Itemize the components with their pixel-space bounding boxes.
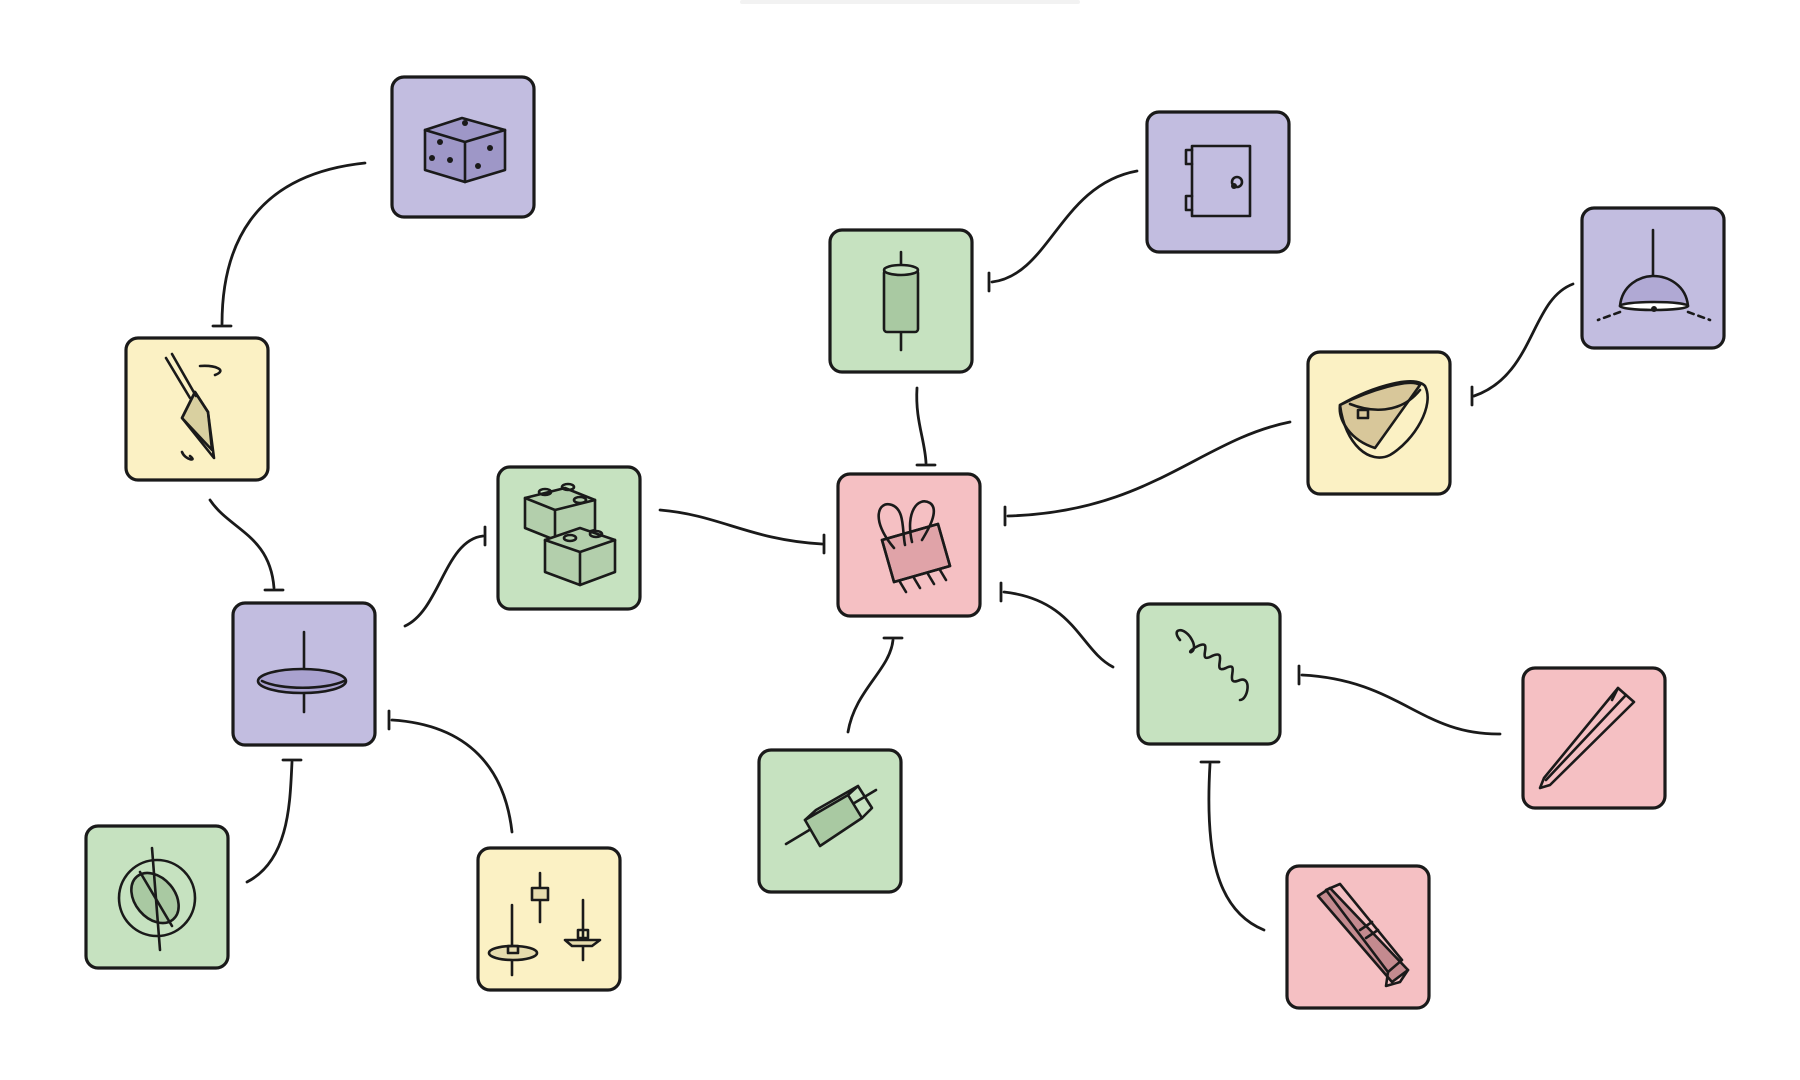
chopsticks-icon — [1538, 686, 1636, 790]
gyroscope-icon — [117, 846, 197, 952]
node-gyroscope[interactable] — [84, 824, 230, 970]
resistor-icon — [784, 784, 878, 848]
edge-pouch-to-binder-clip — [1003, 420, 1292, 527]
node-clothespin[interactable] — [1285, 864, 1431, 1010]
node-binder-clip[interactable] — [836, 472, 982, 618]
capacitor-icon — [882, 250, 920, 352]
clothespin-icon — [1316, 882, 1410, 988]
binder-clip-icon — [877, 500, 952, 594]
node-cabinet-door[interactable] — [1145, 110, 1291, 254]
edge-tension-spring-to-binder-clip — [999, 581, 1115, 669]
edge-cabinet-door-to-capacitor — [987, 169, 1139, 293]
edge-capacitor-to-binder-clip — [915, 386, 937, 467]
node-capacitor[interactable] — [828, 228, 974, 374]
pendant-lamp-icon — [1596, 228, 1712, 322]
edge-small-tops-to-spinning-disc — [387, 709, 514, 834]
spring-icon — [1175, 628, 1249, 702]
edge-spinning-top-to-spinning-disc — [208, 498, 285, 592]
cabinet-door-icon — [1184, 144, 1252, 218]
edge-resistor-to-binder-clip — [846, 636, 904, 734]
node-spinning-disc[interactable] — [231, 601, 377, 747]
die-icon — [423, 116, 507, 184]
edge-die-to-spinning-top — [211, 161, 367, 328]
node-pendant-lamp[interactable] — [1580, 206, 1726, 350]
edge-binder-clip-to-toy-bricks — [658, 508, 826, 555]
edge-chopsticks-to-tension-spring — [1297, 664, 1502, 736]
edge-toy-bricks-to-spinning-disc — [403, 525, 487, 628]
node-small-tops[interactable] — [476, 846, 622, 992]
edge-layer — [208, 161, 1575, 932]
node-toy-bricks[interactable] — [496, 465, 642, 611]
node-layer — [84, 75, 1726, 1010]
node-spinning-top[interactable] — [124, 336, 270, 482]
node-tension-spring[interactable] — [1136, 602, 1282, 746]
small-tops-icon — [487, 871, 602, 977]
node-pouch[interactable] — [1306, 350, 1452, 496]
toy-bricks-icon — [523, 482, 617, 587]
spinning-top-icon — [164, 352, 222, 461]
node-resistor[interactable] — [757, 748, 903, 894]
node-chopsticks[interactable] — [1521, 666, 1667, 810]
edge-pendant-lamp-to-pouch — [1470, 282, 1575, 407]
node-die[interactable] — [390, 75, 536, 219]
pouch-icon — [1338, 380, 1429, 459]
edge-clothespin-to-tension-spring — [1199, 760, 1266, 932]
top-edge-mark — [740, 0, 1080, 4]
spinning-disc-icon — [256, 630, 348, 714]
edge-gyroscope-to-spinning-disc — [245, 758, 303, 884]
